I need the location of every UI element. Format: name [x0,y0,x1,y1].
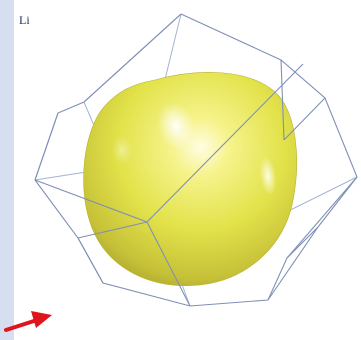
red-arrow-icon [4,311,52,332]
brillouin-zone-wireframe [34,13,358,307]
element-label: Li [19,13,30,27]
